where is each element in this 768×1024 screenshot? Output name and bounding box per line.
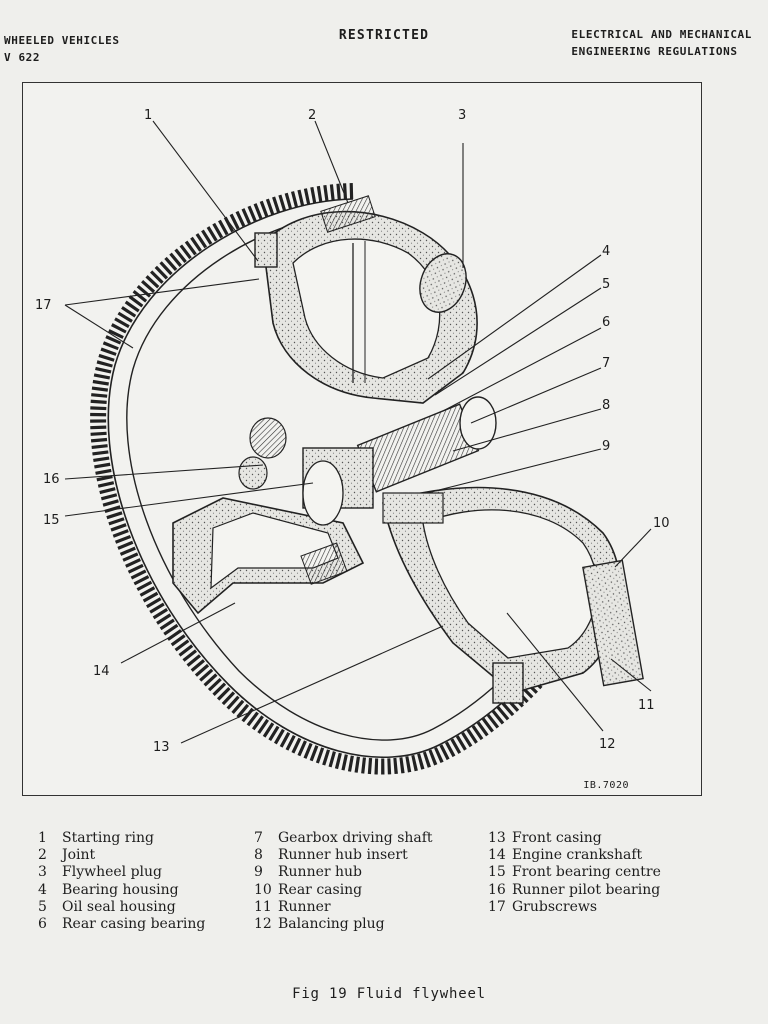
header-regulation-line2: ENGINEERING REGULATIONS [571, 45, 738, 58]
callout-2: 2 [308, 108, 316, 123]
callout-3: 3 [458, 108, 466, 123]
callout-16: 16 [43, 472, 60, 487]
header-right: ELECTRICAL AND MECHANICAL ENGINEERING RE… [571, 26, 752, 60]
figure-caption: Fig 19 Fluid flywheel [292, 986, 486, 1002]
callout-12: 12 [599, 737, 616, 752]
header-vehicle-class: WHEELED VEHICLES [4, 34, 120, 47]
callout-7: 7 [602, 356, 610, 371]
callout-1: 1 [144, 108, 152, 123]
header-classification: RESTRICTED [338, 28, 430, 43]
runner-lower-section [382, 486, 644, 704]
callout-8: 8 [602, 398, 610, 413]
callout-11: 11 [638, 698, 655, 713]
plate-number: IB.7020 [583, 780, 629, 791]
central-hub-assembly [238, 396, 497, 526]
rear-casing-shell [254, 195, 478, 404]
callout-15: 15 [43, 513, 60, 528]
starting-ring-gear [90, 183, 590, 775]
callout-17: 17 [35, 298, 52, 313]
engine-crankshaft-section [172, 497, 365, 615]
callout-13: 13 [153, 740, 170, 755]
callout-9: 9 [602, 439, 610, 454]
fluid-flywheel-illustration: 1 2 3 4 5 6 7 8 9 10 11 12 13 14 15 16 1… [35, 108, 670, 775]
callout-numbers: 1 2 3 4 5 6 7 8 9 10 11 12 13 14 15 16 1… [35, 108, 670, 755]
header-left: WHEELED VEHICLES V 622 [4, 32, 120, 66]
header-document-code: V 622 [4, 51, 41, 64]
callout-4: 4 [602, 244, 610, 259]
figure-frame: 1 2 3 4 5 6 7 8 9 10 11 12 13 14 15 16 1… [22, 82, 702, 796]
callout-6: 6 [602, 315, 610, 330]
callout-leaders [64, 120, 652, 744]
header-regulation-line1: ELECTRICAL AND MECHANICAL [571, 28, 752, 41]
callout-5: 5 [602, 277, 610, 292]
callout-10: 10 [653, 516, 670, 531]
callout-14: 14 [93, 664, 110, 679]
